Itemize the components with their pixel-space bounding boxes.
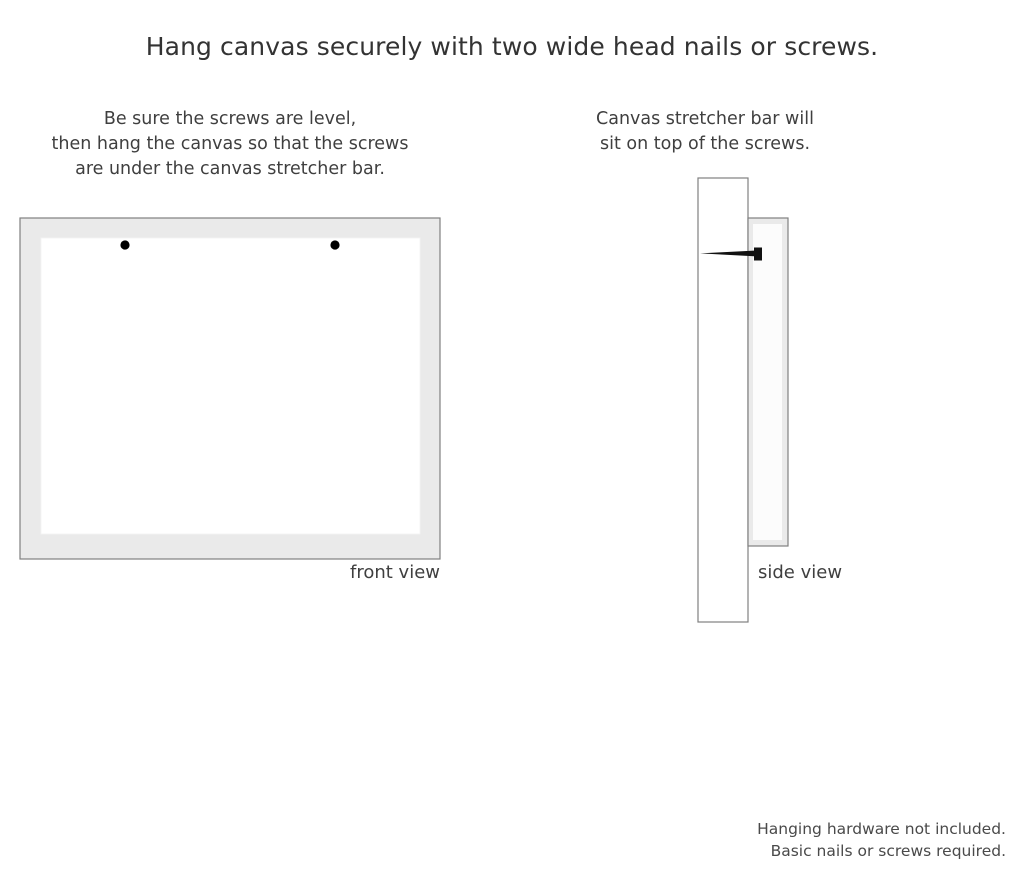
footer-note-line-2: Basic nails or screws required. [770,842,1006,860]
side-view-diagram [697,177,789,623]
footer-note-line-1: Hanging hardware not included. [757,820,1006,838]
side-view-caption-line-2: sit on top of the screws. [599,134,811,154]
front-view-diagram [19,217,441,560]
front-view-caption: Be sure the screws are level, then hang … [20,107,440,182]
side-view-caption: Canvas stretcher bar will sit on top of … [590,107,820,157]
front-view-label: front view [350,562,440,583]
canvas-stretcher-bar-inner [753,224,782,540]
right-screw-icon [330,240,340,250]
canvas-frame-inner-face [40,237,421,535]
left-screw-icon [120,240,130,250]
side-view-caption-line-1: Canvas stretcher bar will [596,109,814,129]
footer-note: Hanging hardware not included. Basic nai… [757,818,1006,862]
front-view-caption-line-3: are under the canvas stretcher bar. [75,159,385,179]
front-view-caption-line-2: then hang the canvas so that the screws [51,134,409,154]
nail-icon [700,247,762,261]
side-view-label: side view [758,562,843,583]
front-view-caption-line-1: Be sure the screws are level, [103,109,357,129]
page-title: Hang canvas securely with two wide head … [145,31,879,61]
wall-rectangle [697,177,749,623]
